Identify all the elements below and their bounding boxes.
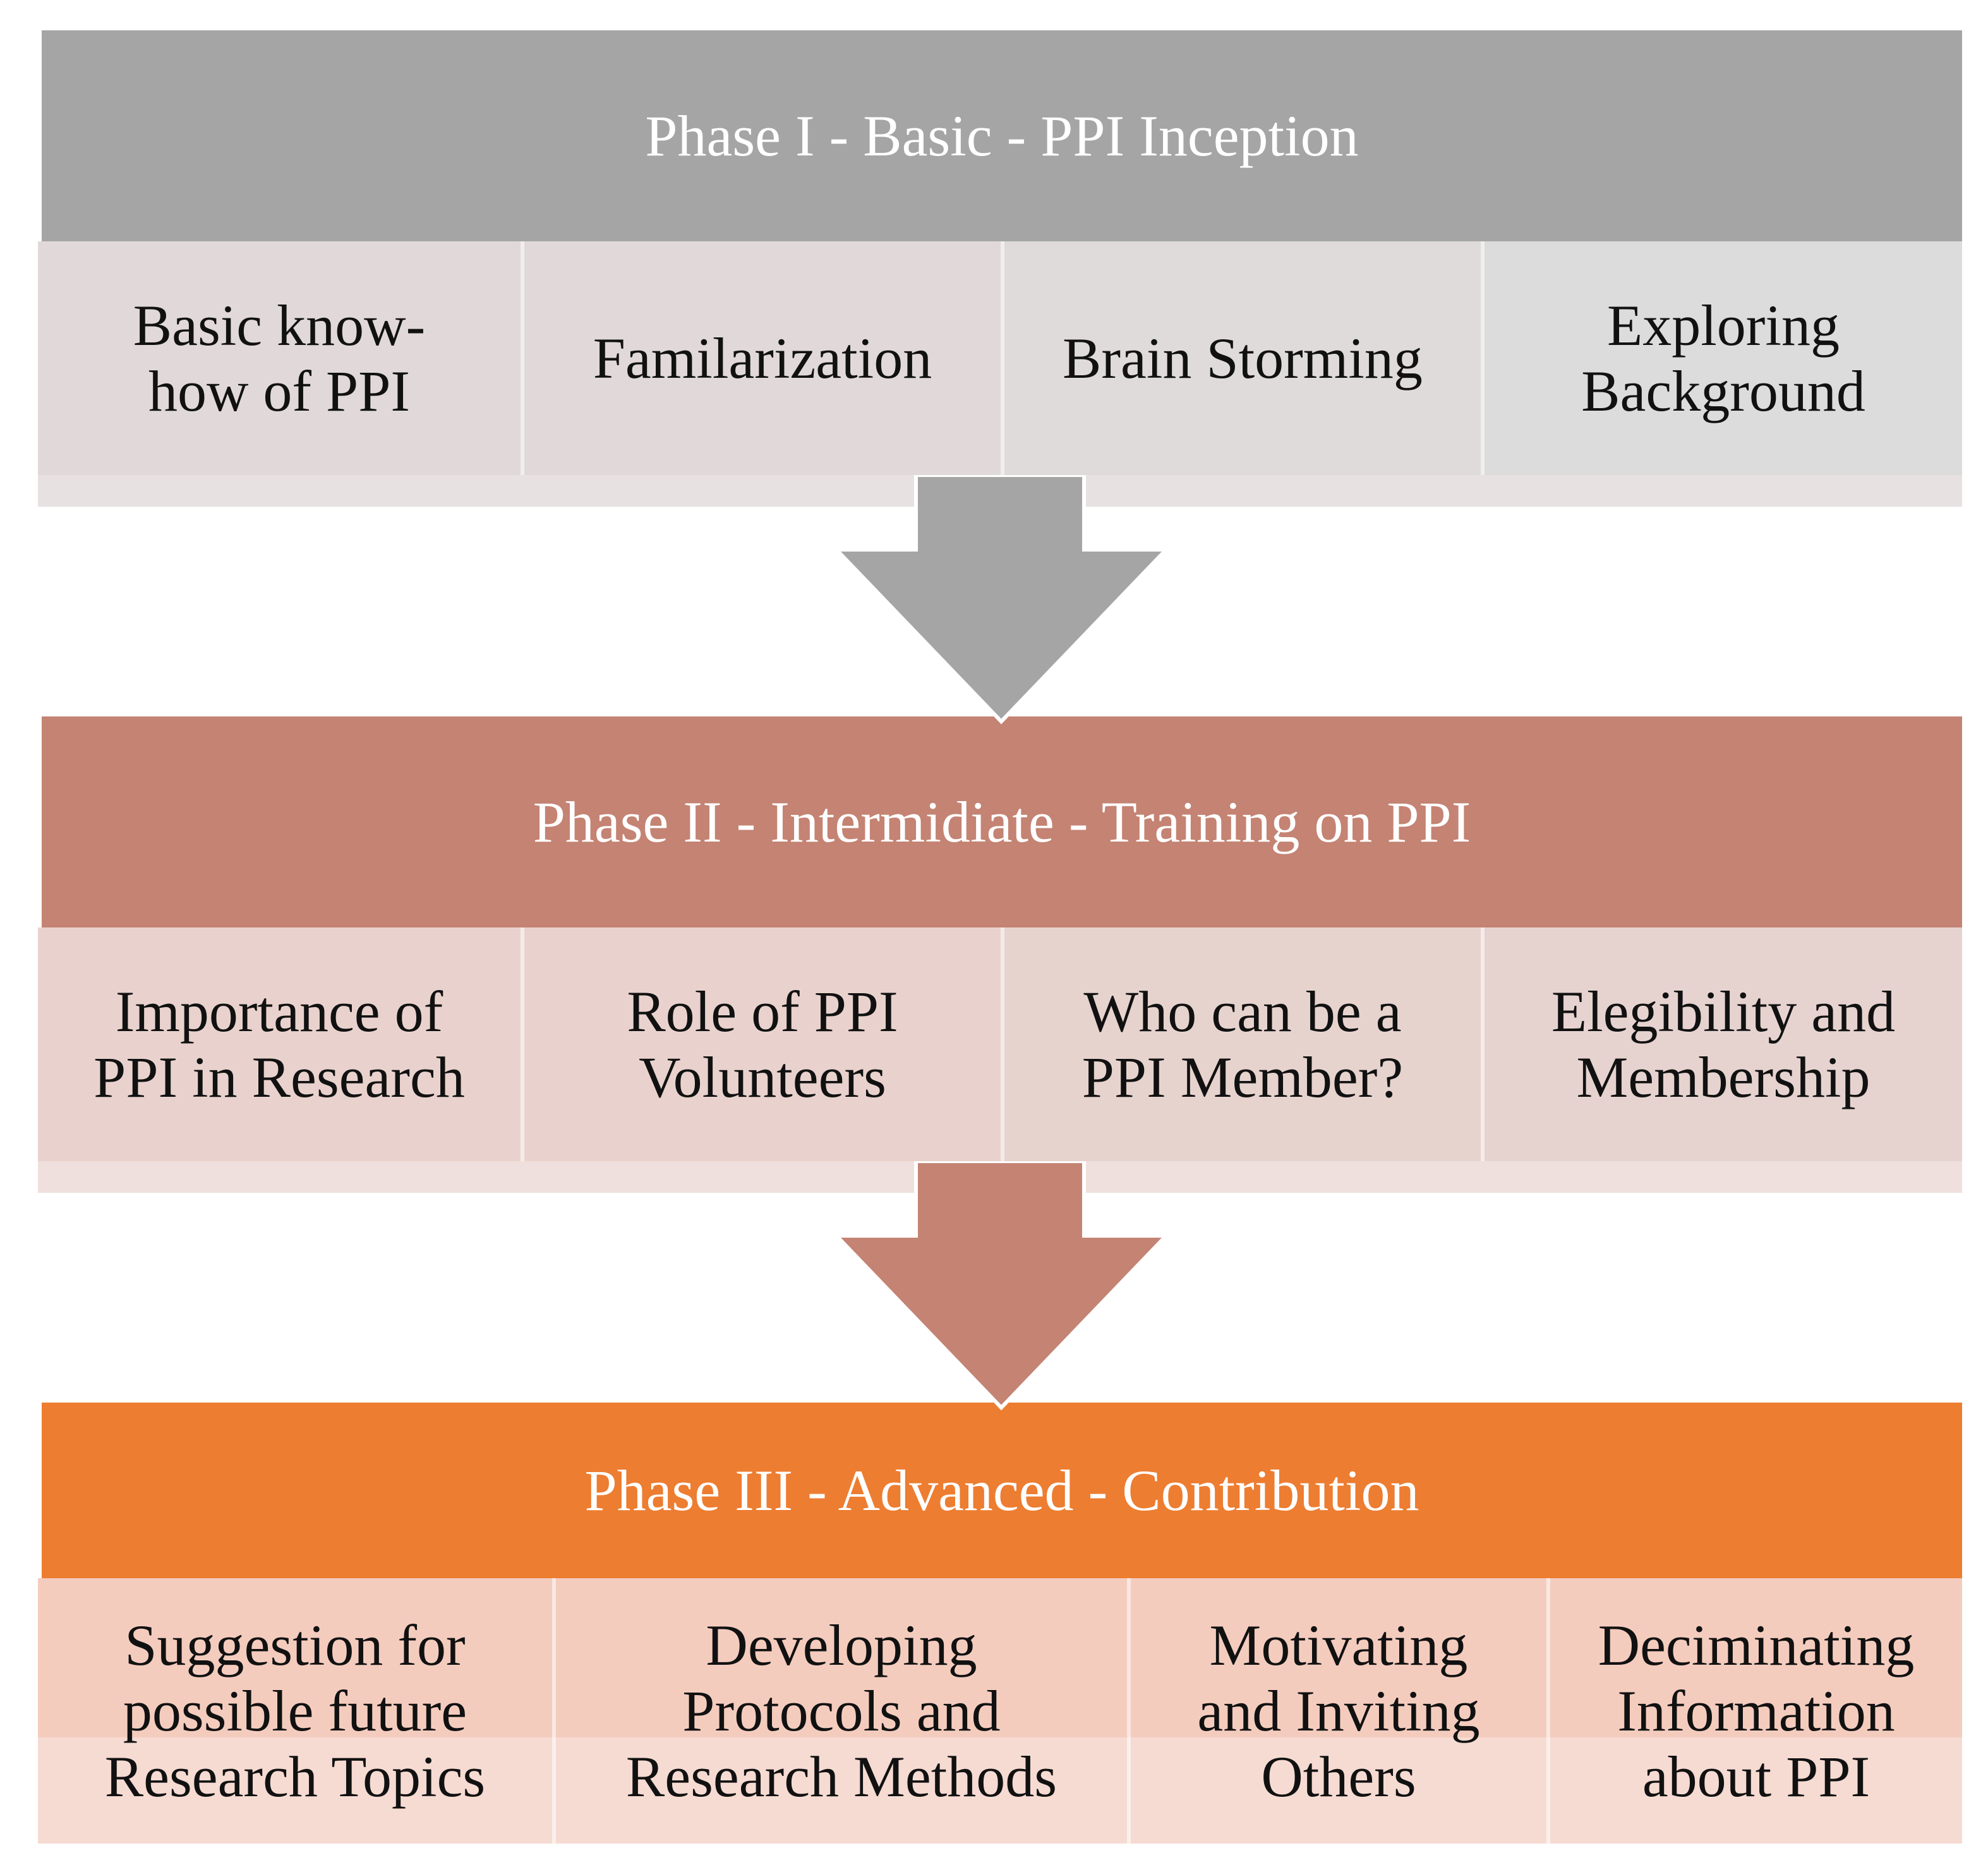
phase-2-title: Phase II - Intermidiate - Training on PP… bbox=[533, 790, 1471, 854]
phase-3-item-2: Developing Protocols and Research Method… bbox=[552, 1578, 1127, 1844]
phase-1-item-3: Brain Storming bbox=[1001, 241, 1481, 475]
phase-2-header: Phase II - Intermidiate - Training on PP… bbox=[42, 716, 1962, 927]
down-arrow-2-icon bbox=[834, 1161, 1169, 1411]
phase-3-item-1: Suggestion for possible future Research … bbox=[38, 1578, 552, 1844]
phase-1-item-1: Basic know- how of PPI bbox=[38, 241, 521, 475]
phase-1-item-2: Familarization bbox=[521, 241, 1001, 475]
phase-3-item-3: Motivating and Inviting Others bbox=[1127, 1578, 1546, 1844]
phase-1-item-4: Exploring Background bbox=[1481, 241, 1962, 475]
phase-3-title: Phase III - Advanced - Contribution bbox=[584, 1458, 1419, 1523]
down-arrow-1-icon bbox=[834, 475, 1169, 725]
phase-2-item-1: Importance of PPI in Research bbox=[38, 927, 521, 1161]
phase-2-item-4: Elegibility and Membership bbox=[1481, 927, 1962, 1161]
phase-3-item-4: Deciminating Information about PPI bbox=[1546, 1578, 1962, 1844]
phase-2-item-2: Role of PPI Volunteers bbox=[521, 927, 1001, 1161]
phase-2-item-3: Who can be a PPI Member? bbox=[1001, 927, 1481, 1161]
phase-1-title: Phase I - Basic - PPI Inception bbox=[645, 104, 1359, 168]
phase-1-header: Phase I - Basic - PPI Inception bbox=[42, 30, 1962, 241]
phase-3-header: Phase III - Advanced - Contribution bbox=[42, 1403, 1962, 1578]
